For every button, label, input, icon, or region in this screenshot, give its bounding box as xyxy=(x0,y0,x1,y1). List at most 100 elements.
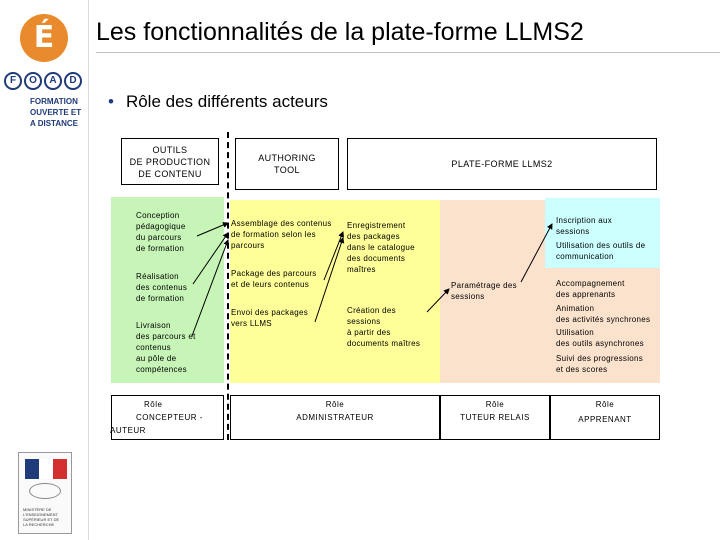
seal-icon xyxy=(29,483,61,499)
foad-caption-line: OUVERTE ET xyxy=(30,107,81,118)
title-divider xyxy=(96,52,720,53)
task-assemblage: Assemblage des contenus de formation sel… xyxy=(231,218,332,251)
task-line: de formation selon les xyxy=(231,229,332,240)
sidebar-divider xyxy=(88,0,89,540)
task-line: Enregistrement xyxy=(347,220,415,231)
authoring-header-line: AUTHORING xyxy=(258,152,316,164)
task-line: Conception xyxy=(136,210,186,221)
task-line: Livraison xyxy=(136,320,196,331)
task-line: vers LLMS xyxy=(231,318,308,329)
task-suivi: Suivi des progressions et des scores xyxy=(556,353,643,375)
outils-header-line: OUTILS xyxy=(130,144,211,156)
role-line: Rôle xyxy=(441,398,549,411)
role-line: CONCEPTEUR - xyxy=(116,411,223,424)
task-envoi: Envoi des packages vers LLMS xyxy=(231,307,308,329)
task-line: au pôle de xyxy=(136,353,196,364)
page-title: Les fonctionnalités de la plate-forme LL… xyxy=(96,18,584,47)
french-flag-icon xyxy=(25,459,67,479)
task-line: Paramétrage des xyxy=(451,280,517,291)
task-line: à partir des xyxy=(347,327,420,338)
bullet-icon: • xyxy=(108,92,114,111)
task-line: Envoi des packages xyxy=(231,307,308,318)
task-line: documents maîtres xyxy=(347,338,420,349)
task-line: maîtres xyxy=(347,264,415,275)
task-line: Utilisation xyxy=(556,327,644,338)
task-line: contenus xyxy=(136,342,196,353)
task-line: parcours xyxy=(231,240,332,251)
outils-header-line: DE CONTENU xyxy=(130,168,211,180)
task-line: des apprenants xyxy=(556,289,625,300)
role-line: Rôle xyxy=(551,398,659,411)
foad-letter-d: D xyxy=(64,72,82,90)
task-parametrage: Paramétrage des sessions xyxy=(451,280,517,302)
role-line: APPRENANT xyxy=(551,413,659,426)
authoring-header: AUTHORING TOOL xyxy=(235,138,339,190)
task-animation: Animation des activités synchrones xyxy=(556,303,650,325)
task-line: de formation xyxy=(136,293,187,304)
role-administrateur: Rôle ADMINISTRATEUR xyxy=(230,395,440,440)
task-creation-sessions: Création des sessions à partir des docum… xyxy=(347,305,420,349)
foad-logo: F O A D xyxy=(4,72,82,90)
role-line: Rôle xyxy=(116,398,223,411)
bullet-text: Rôle des différents acteurs xyxy=(126,92,328,111)
role-line: ADMINISTRATEUR xyxy=(231,411,439,424)
bullet-point: • Rôle des différents acteurs xyxy=(108,92,328,112)
foad-letter-a: A xyxy=(44,72,62,90)
task-package: Package des parcours et de leurs contenu… xyxy=(231,268,317,290)
ministry-caption: MINISTÈRE DE L'ENSEIGNEMENT SUPÉRIEUR ET… xyxy=(23,507,69,527)
task-line: des contenus xyxy=(136,282,187,293)
logo-e-icon: É xyxy=(20,14,68,62)
task-line: sessions xyxy=(347,316,420,327)
task-line: Utilisation des outils de xyxy=(556,240,645,251)
foad-letter-o: O xyxy=(24,72,42,90)
ministry-line: LA RECHERCHE xyxy=(23,522,69,527)
task-conception: Conception pédagogique du parcours de fo… xyxy=(136,210,186,254)
task-line: Création des xyxy=(347,305,420,316)
task-line: Animation xyxy=(556,303,650,314)
task-line: pédagogique xyxy=(136,221,186,232)
task-line: Assemblage des contenus xyxy=(231,218,332,229)
role-tuteur: Rôle TUTEUR RELAIS xyxy=(440,395,550,440)
foad-caption-line: A DISTANCE xyxy=(30,118,81,129)
role-line: AUTEUR xyxy=(74,424,223,437)
task-line: Package des parcours xyxy=(231,268,317,279)
task-line: sessions xyxy=(556,226,612,237)
role-line: TUTEUR RELAIS xyxy=(441,411,549,424)
outils-header: OUTILS DE PRODUCTION DE CONTENU xyxy=(121,138,219,185)
task-communication: Utilisation des outils de communication xyxy=(556,240,645,262)
role-apprenant: Rôle APPRENANT xyxy=(550,395,660,440)
task-line: des parcours et xyxy=(136,331,196,342)
tool-separator xyxy=(227,132,229,440)
foad-caption: FORMATION OUVERTE ET A DISTANCE xyxy=(30,96,81,129)
task-line: Inscription aux xyxy=(556,215,612,226)
outils-header-line: DE PRODUCTION xyxy=(130,156,211,168)
task-inscription: Inscription aux sessions xyxy=(556,215,612,237)
task-realisation: Réalisation des contenus de formation xyxy=(136,271,187,304)
task-line: compétences xyxy=(136,364,196,375)
task-line: Réalisation xyxy=(136,271,187,282)
task-enregistrement: Enregistrement des packages dans le cata… xyxy=(347,220,415,275)
task-line: dans le catalogue xyxy=(347,242,415,253)
task-line: et de leurs contenus xyxy=(231,279,317,290)
task-line: de formation xyxy=(136,243,186,254)
foad-letter-f: F xyxy=(4,72,22,90)
task-line: communication xyxy=(556,251,645,262)
task-line: Suivi des progressions xyxy=(556,353,643,364)
task-line: des documents xyxy=(347,253,415,264)
plateforme-header: PLATE-FORME LLMS2 xyxy=(347,138,657,190)
task-line: des packages xyxy=(347,231,415,242)
task-line: sessions xyxy=(451,291,517,302)
sidebar: É F O A D FORMATION OUVERTE ET A DISTANC… xyxy=(0,0,88,540)
task-asynchrones: Utilisation des outils asynchrones xyxy=(556,327,644,349)
ministry-logo: MINISTÈRE DE L'ENSEIGNEMENT SUPÉRIEUR ET… xyxy=(18,452,72,534)
task-line: Accompagnement xyxy=(556,278,625,289)
task-line: et des scores xyxy=(556,364,643,375)
plateforme-header-label: PLATE-FORME LLMS2 xyxy=(451,158,552,170)
foad-caption-line: FORMATION xyxy=(30,96,81,107)
task-line: des activités synchrones xyxy=(556,314,650,325)
authoring-header-line: TOOL xyxy=(258,164,316,176)
role-line: Rôle xyxy=(231,398,439,411)
task-line: du parcours xyxy=(136,232,186,243)
task-line: des outils asynchrones xyxy=(556,338,644,349)
task-accompagnement: Accompagnement des apprenants xyxy=(556,278,625,300)
